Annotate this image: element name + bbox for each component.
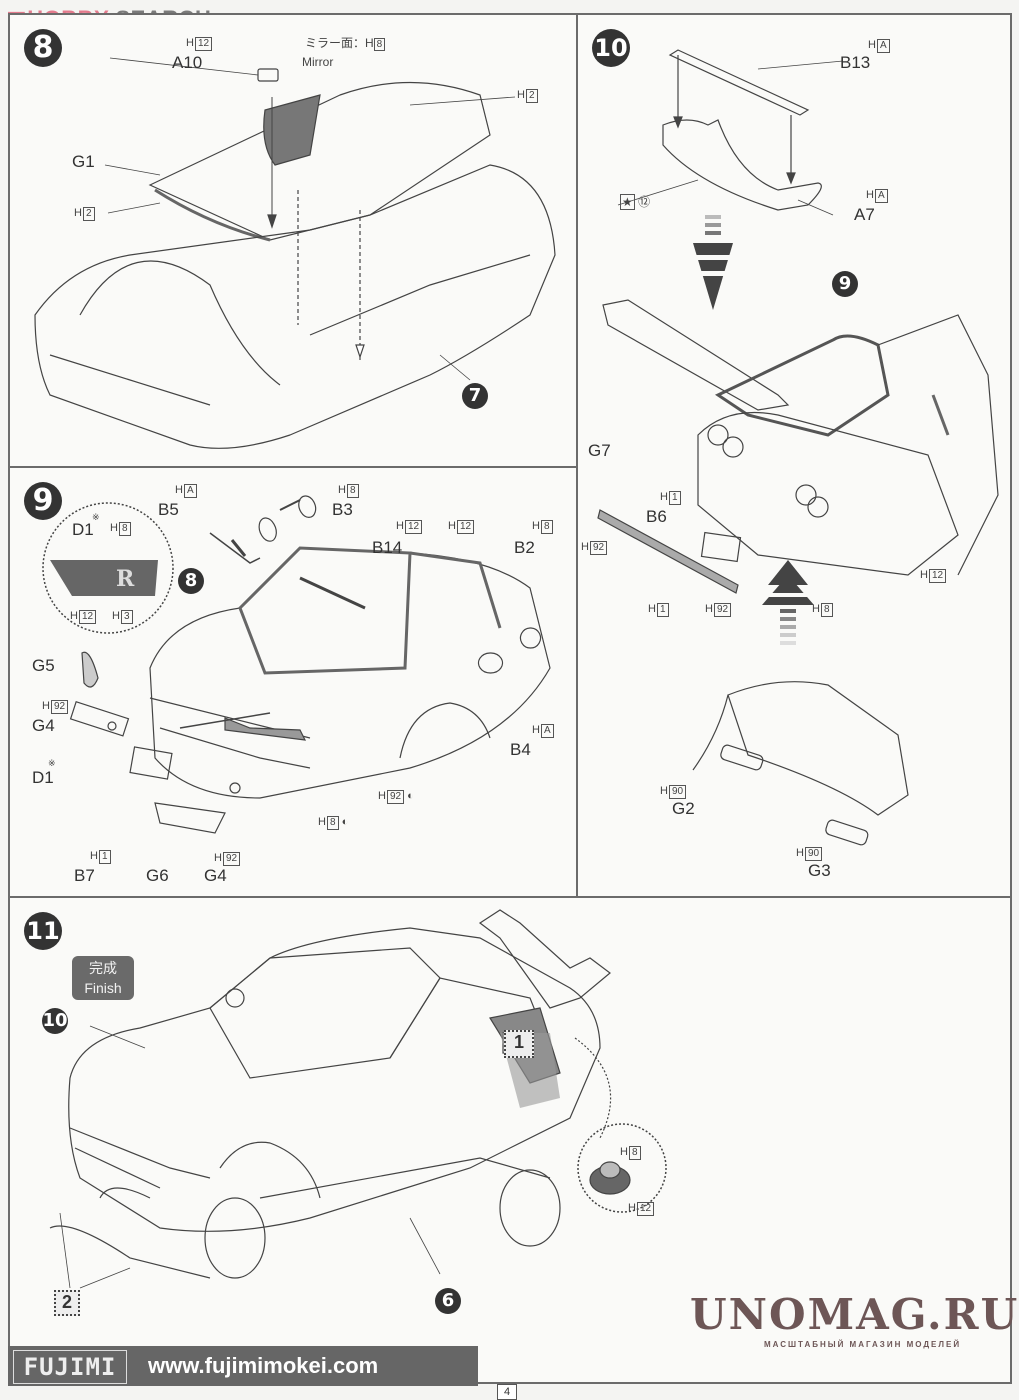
part-label-b14: B14 (372, 538, 403, 557)
note-asterisk-d1: ※ (48, 758, 56, 768)
part-label-a7: A7 (854, 205, 875, 224)
part-label-b6: B6 (646, 507, 667, 526)
part-label-g4-top: G4 (32, 716, 55, 735)
part-label-g5: G5 (32, 656, 55, 675)
part-label-g3: G3 (808, 861, 831, 880)
step-number-badge: 10 (592, 29, 630, 67)
part-label-d1-detail: D1 (72, 520, 94, 539)
sub-step-6-badge: 6 (435, 1288, 461, 1314)
part-label-b4: B4 (510, 740, 531, 759)
page-number: 4 (497, 1384, 517, 1400)
step-number-badge: 9 (24, 482, 62, 520)
part-label-g4-bottom: G4 (204, 866, 227, 885)
step-number-badge: 11 (24, 912, 62, 950)
part-label-g1: G1 (72, 152, 95, 171)
finish-badge: 完成 Finish (72, 956, 134, 1000)
finish-label-en: Finish (84, 980, 122, 996)
part-label-d1: D1 (32, 768, 54, 787)
star-decal-marker: ★ ⑫ (620, 194, 651, 210)
rear-wing-bumper-diagram (597, 49, 999, 846)
sub-step-9-badge: 9 (832, 271, 858, 297)
footer-bar: FUJIMI www.fujimimokei.com (8, 1346, 478, 1386)
half-fill-lamp-icon: ◐ (341, 816, 349, 828)
sub-step-8-badge: 8 (178, 568, 204, 594)
part-label-b2: B2 (514, 538, 535, 557)
sub-step-10-badge: 10 (42, 1008, 68, 1034)
note-asterisk: ※ (92, 512, 100, 522)
part-label-b7: B7 (74, 866, 95, 885)
reference-box-2: 2 (54, 1290, 80, 1316)
half-fill-lamp-icon: ◐ (407, 790, 414, 802)
finish-label-jp: 完成 (89, 960, 117, 976)
step-number-badge: 8 (24, 29, 62, 67)
sub-step-7-badge: 7 (462, 383, 488, 409)
step-10-panel: 10 (576, 13, 1012, 898)
step-11-panel: 11 完成 Finish (8, 896, 1012, 1384)
part-label-b3: B3 (332, 500, 353, 519)
star-icon: ★ (620, 194, 635, 210)
part-label-g7: G7 (588, 441, 611, 460)
website-link[interactable]: www.fujimimokei.com (148, 1353, 379, 1378)
reference-box-1: 1 (504, 1030, 534, 1058)
part-label-b5: B5 (158, 500, 179, 519)
unomag-watermark: UNOMAG.RU (690, 1290, 1019, 1339)
part-label-a10: A10 (172, 53, 203, 72)
part-label-g6: G6 (146, 866, 169, 885)
part-label-g2: G2 (672, 799, 695, 818)
r-emblem: R (116, 566, 135, 592)
front-body-diagram (42, 495, 551, 834)
part-label-b13: B13 (840, 53, 871, 72)
roof-interior-diagram (34, 57, 556, 449)
fujimi-logo: FUJIMI (13, 1350, 127, 1384)
mirror-label: Mirror (302, 55, 334, 69)
unomag-watermark-subtitle: МАСШТАБНЫЙ МАГАЗИН МОДЕЛЕЙ (764, 1340, 962, 1349)
